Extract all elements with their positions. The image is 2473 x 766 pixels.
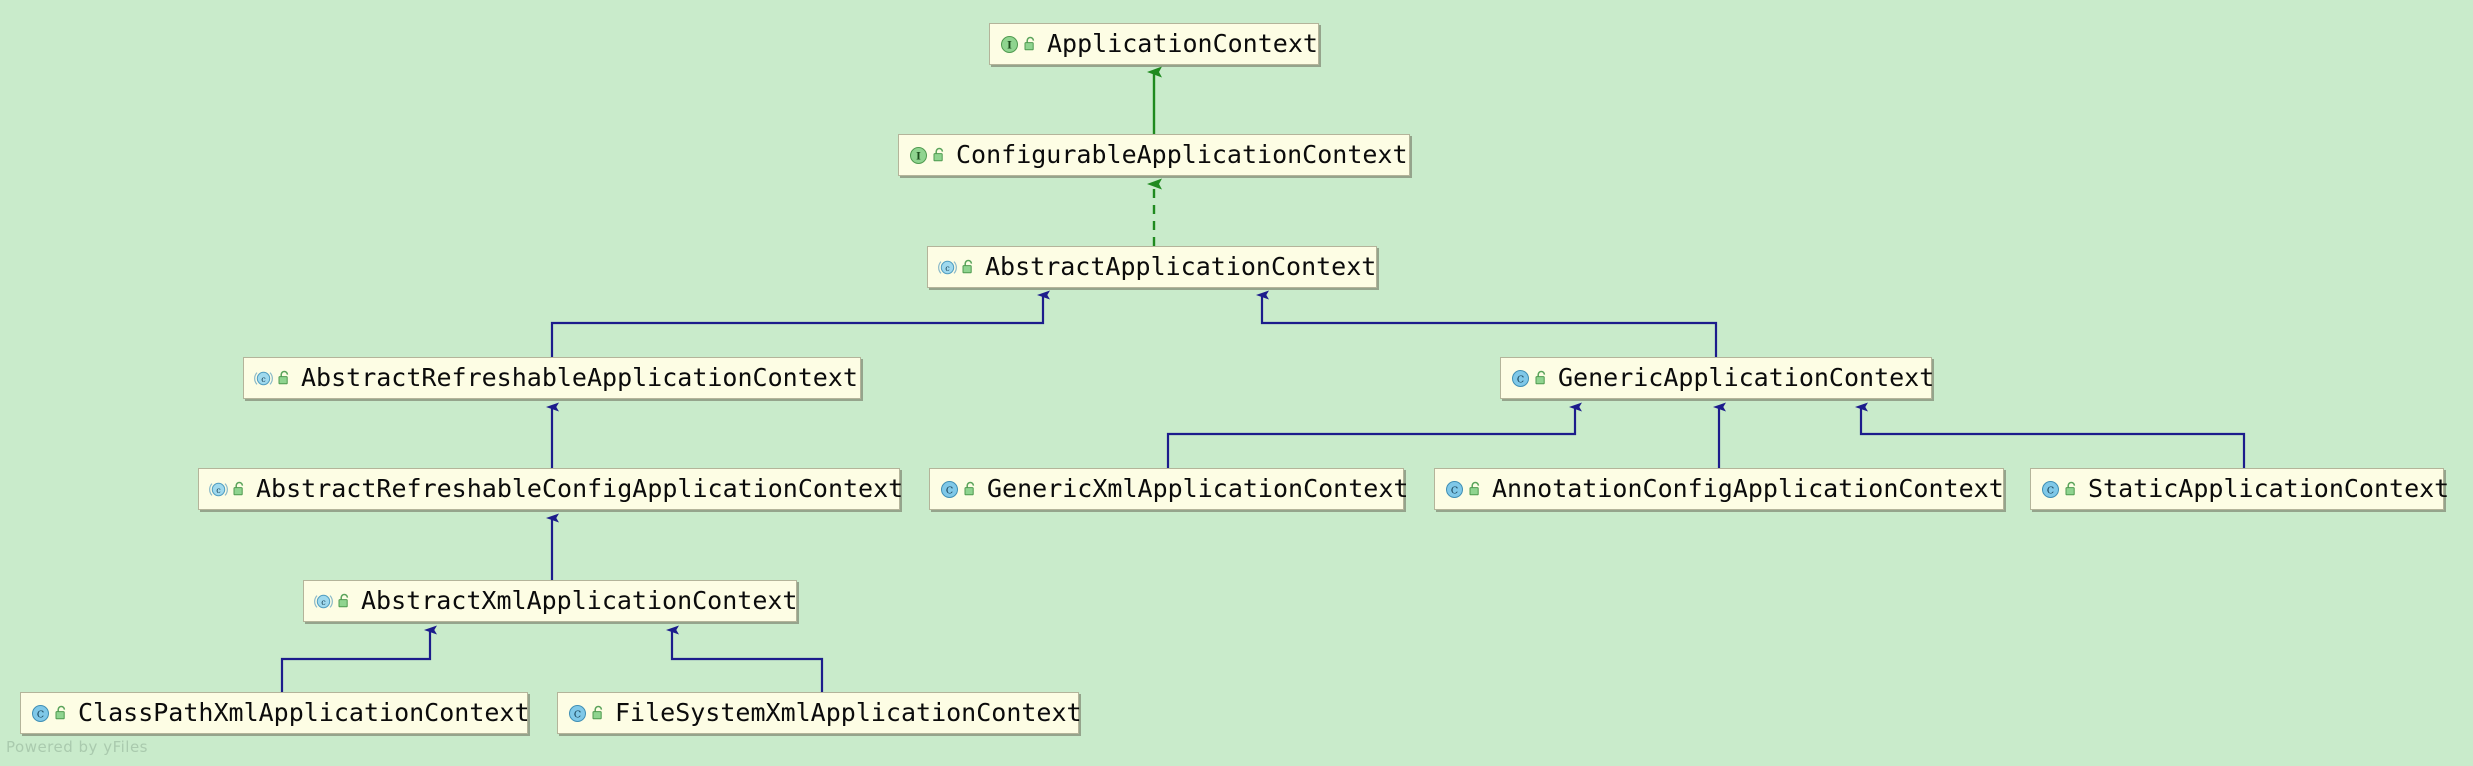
lock-icon [932, 147, 947, 163]
lock-icon [963, 481, 978, 497]
svg-text:C: C [946, 485, 953, 496]
class-icon: C [568, 704, 587, 723]
lock-icon [961, 259, 976, 275]
class-node-abstractRefreshableApplicationContext[interactable]: c AbstractRefreshableApplicationContext [243, 357, 861, 399]
svg-text:I: I [916, 151, 921, 162]
class-icon: C [31, 704, 50, 723]
node-icons: c [254, 369, 292, 388]
node-icons: C [2041, 480, 2079, 499]
lock-icon [337, 593, 352, 609]
class-node-applicationContext[interactable]: I ApplicationContext [989, 23, 1319, 65]
lock-icon [2064, 481, 2079, 497]
class-name-label: AbstractRefreshableConfigApplicationCont… [256, 474, 904, 503]
yfiles-watermark: Powered by yFiles [6, 738, 148, 756]
class-node-genericApplicationContext[interactable]: C GenericApplicationContext [1500, 357, 1935, 399]
node-icons: C [1511, 369, 1549, 388]
svg-text:c: c [945, 263, 950, 272]
lock-icon [277, 370, 292, 386]
svg-text:C: C [574, 709, 581, 720]
lock-icon [1534, 370, 1549, 386]
lock-icon [1023, 36, 1038, 52]
svg-text:C: C [1517, 374, 1524, 385]
class-name-label: AbstractApplicationContext [985, 252, 1377, 281]
svg-text:c: c [321, 597, 326, 606]
lock-icon [591, 705, 606, 721]
svg-text:C: C [2047, 485, 2054, 496]
edge-filesystemxml-to-abstractxml [666, 625, 824, 692]
edge-static-to-generic [1855, 402, 2246, 468]
edge-generic-to-abstract [1256, 290, 1718, 357]
lock-icon [54, 705, 69, 721]
class-node-classPathXmlApplicationContext[interactable]: C ClassPathXmlApplicationContext [20, 692, 530, 734]
class-node-abstractApplicationContext[interactable]: c AbstractApplicationContext [927, 246, 1377, 288]
abstract-class-icon: c [938, 258, 957, 277]
abstract-class-icon: c [314, 592, 333, 611]
svg-text:c: c [216, 485, 221, 494]
class-name-label: StaticApplicationContext [2088, 474, 2450, 503]
class-name-label: GenericApplicationContext [1558, 363, 1935, 392]
class-icon: C [1511, 369, 1530, 388]
edge-abstractrefreshable-to-abstract [550, 290, 1050, 357]
node-icons: C [568, 704, 606, 723]
node-icons: c [209, 480, 247, 499]
edge-genericxml-to-generic [1166, 402, 1582, 468]
class-name-label: ClassPathXmlApplicationContext [78, 698, 530, 727]
abstract-class-icon: c [209, 480, 228, 499]
lock-icon [1468, 481, 1483, 497]
class-node-annotationConfigApplicationContext[interactable]: C AnnotationConfigApplicationContext [1434, 468, 2004, 510]
class-name-label: ApplicationContext [1047, 29, 1318, 58]
node-icons: C [31, 704, 69, 723]
class-name-label: AnnotationConfigApplicationContext [1492, 474, 2004, 503]
class-name-label: AbstractRefreshableApplicationContext [301, 363, 858, 392]
abstract-class-icon: c [254, 369, 273, 388]
node-icons: I [909, 146, 947, 165]
class-node-abstractRefreshableConfigApplicationContext[interactable]: c AbstractRefreshableConfigApplicationCon… [198, 468, 904, 510]
lock-icon [232, 481, 247, 497]
class-icon: C [1445, 480, 1464, 499]
class-node-fileSystemXmlApplicationContext[interactable]: C FileSystemXmlApplicationContext [557, 692, 1082, 734]
class-name-label: FileSystemXmlApplicationContext [615, 698, 1082, 727]
interface-icon: I [1000, 35, 1019, 54]
class-name-label: GenericXmlApplicationContext [987, 474, 1409, 503]
node-icons: I [1000, 35, 1038, 54]
class-icon: C [2041, 480, 2060, 499]
class-icon: C [940, 480, 959, 499]
node-icons: c [938, 258, 976, 277]
class-node-staticApplicationContext[interactable]: C StaticApplicationContext [2030, 468, 2449, 510]
svg-text:I: I [1007, 40, 1012, 51]
class-node-genericXmlApplicationContext[interactable]: C GenericXmlApplicationContext [929, 468, 1408, 510]
class-node-configurableApplicationContext[interactable]: I ConfigurableApplicationContext [898, 134, 1410, 176]
edge-classpathxml-to-abstractxml [280, 625, 437, 692]
node-icons: c [314, 592, 352, 611]
node-icons: C [1445, 480, 1483, 499]
node-icons: C [940, 480, 978, 499]
svg-text:c: c [261, 374, 266, 383]
class-name-label: AbstractXmlApplicationContext [361, 586, 798, 615]
class-name-label: ConfigurableApplicationContext [956, 140, 1408, 169]
svg-text:C: C [37, 709, 44, 720]
interface-icon: I [909, 146, 928, 165]
class-node-abstractXmlApplicationContext[interactable]: c AbstractXmlApplicationContext [303, 580, 798, 622]
svg-text:C: C [1451, 485, 1458, 496]
